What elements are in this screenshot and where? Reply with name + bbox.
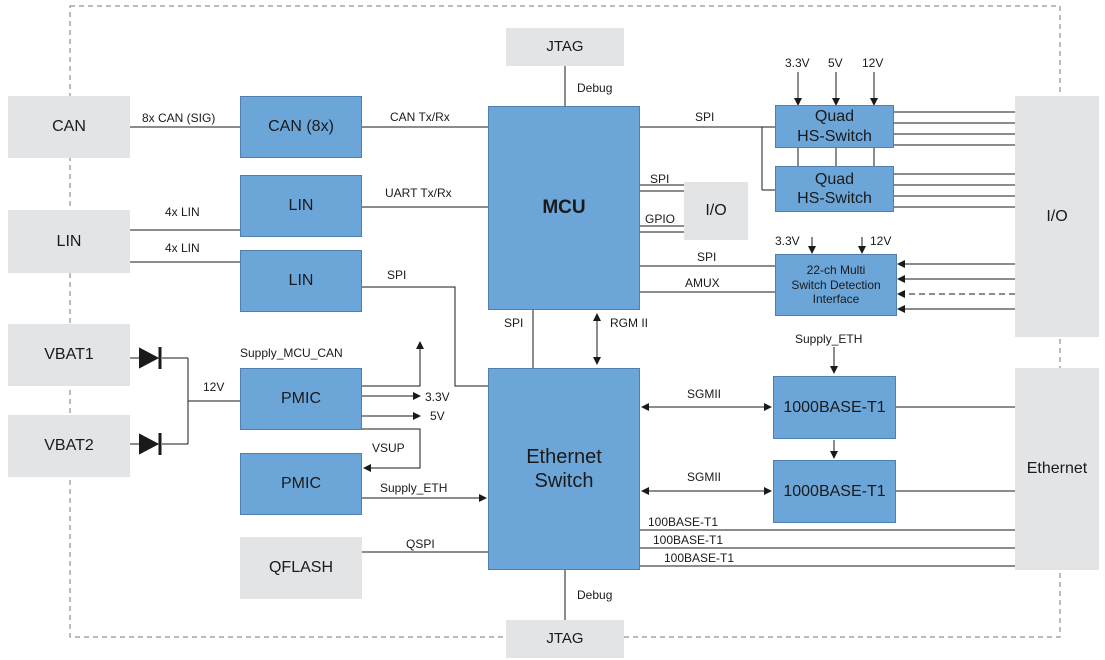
vbat2-text: VBAT2 (44, 437, 94, 455)
vbat-12v-label: 12V (203, 380, 225, 394)
supply-eth-phy-label: Supply_ETH (795, 332, 863, 346)
lin2-block: LIN (240, 250, 362, 312)
quad-12v-label: 12V (862, 56, 884, 70)
qflash-text: QFLASH (268, 559, 333, 577)
t1-label-2: 100BASE-T1 (653, 533, 724, 547)
amux-label: AMUX (685, 276, 720, 290)
ethernet-switch-text-2: Switch (534, 470, 594, 492)
pmic1-text: PMIC (281, 390, 321, 408)
phy2-block: 1000BASE-T1 (773, 460, 896, 523)
sgmii-label-1: SGMII (687, 387, 722, 401)
io-right-block: I/O (1015, 96, 1099, 337)
sdi-text-3: Interface (812, 292, 860, 307)
ethernet-right-text: Ethernet (1026, 460, 1088, 478)
pmic1-block: PMIC (240, 368, 362, 430)
supply-eth-pmic-label: Supply_ETH (380, 481, 448, 495)
lin1-block: LIN (240, 175, 362, 237)
ethernet-right-block: Ethernet (1015, 368, 1099, 570)
quad-5v-label: 5V (828, 56, 843, 70)
quad1-text-1: Quad (814, 108, 855, 126)
qspi-label: QSPI (406, 537, 435, 551)
quad-hs-switch-1-block: Quad HS-Switch (775, 105, 894, 148)
can-sig-label: 8x CAN (SIG) (142, 111, 216, 125)
io-small-text: I/O (705, 202, 727, 220)
vbat2-block: VBAT2 (8, 415, 130, 477)
jtag-bottom-text: JTAG (546, 630, 584, 647)
quad2-text-2: HS-Switch (797, 190, 872, 207)
sgmii-label-2: SGMII (687, 470, 722, 484)
t1-label-1: 100BASE-T1 (648, 515, 719, 529)
lin-4x-label-1: 4x LIN (165, 205, 200, 219)
lin1-text: LIN (288, 197, 314, 215)
vbat1-text: VBAT1 (44, 346, 94, 364)
jtag-top-text: JTAG (546, 38, 584, 55)
diode-vbat2 (139, 433, 162, 455)
spi-sdi-label: SPI (697, 250, 717, 264)
spi-quad-label: SPI (695, 110, 715, 124)
pmic2-text: PMIC (281, 475, 321, 493)
spi-mcu-eth-label: SPI (504, 316, 524, 330)
lin-4x-label-2: 4x LIN (165, 241, 200, 255)
pmic-3v3-label: 3.3V (425, 390, 450, 404)
sdi-text-2: Switch Detection (791, 277, 881, 292)
io-small-block: I/O (684, 182, 748, 240)
pmic2-block: PMIC (240, 453, 362, 515)
vbat1-block: VBAT1 (8, 324, 130, 386)
gpio-label: GPIO (645, 212, 676, 226)
spi-io-label: SPI (650, 172, 670, 186)
sdi-3v3-label: 3.3V (775, 234, 800, 248)
qflash-block: QFLASH (240, 537, 362, 599)
sdi-12v-label: 12V (870, 234, 892, 248)
quad2-text-1: Quad (814, 170, 855, 188)
quad-hs-switch-2-block: Quad HS-Switch (775, 166, 894, 212)
lin-external-block: LIN (8, 210, 130, 273)
quad-3v3-label: 3.3V (785, 56, 810, 70)
lin-external-text: LIN (56, 232, 82, 250)
can-transceiver-block: CAN (8x) (240, 96, 362, 158)
lin2-text: LIN (288, 272, 314, 290)
mcu-block: MCU (488, 106, 640, 310)
pmic-5v-label: 5V (430, 409, 445, 423)
vsup-label: VSUP (372, 441, 405, 455)
io-right-text: I/O (1046, 207, 1068, 225)
phy1-block: 1000BASE-T1 (773, 376, 896, 439)
spi-lin-label: SPI (387, 268, 407, 282)
supply-mcu-can-label: Supply_MCU_CAN (240, 346, 343, 360)
jtag-bottom-block: JTAG (506, 620, 624, 658)
quad1-text-2: HS-Switch (797, 127, 872, 145)
ethernet-switch-block: Ethernet Switch (488, 368, 640, 570)
diode-vbat1 (139, 347, 162, 369)
can-external-text: CAN (52, 118, 86, 136)
mcu-text: MCU (542, 196, 586, 218)
t1-label-3: 100BASE-T1 (664, 551, 735, 565)
debug-top-label: Debug (577, 81, 613, 95)
phy1-text: 1000BASE-T1 (783, 398, 886, 416)
ethernet-switch-text-1: Ethernet (526, 446, 602, 468)
uart-label: UART Tx/Rx (385, 186, 452, 200)
rgmii-label: RGM II (610, 316, 648, 330)
debug-bottom-label: Debug (577, 588, 613, 602)
switch-detection-block: 22-ch Multi Switch Detection Interface (775, 254, 897, 316)
jtag-top-block: JTAG (506, 28, 624, 66)
can-txrx-label: CAN Tx/Rx (390, 110, 450, 124)
can-external-block: CAN (8, 96, 130, 158)
phy2-text: 1000BASE-T1 (783, 482, 886, 500)
can-transceiver-text: CAN (8x) (268, 118, 334, 136)
sdi-text-1: 22-ch Multi (806, 263, 866, 278)
